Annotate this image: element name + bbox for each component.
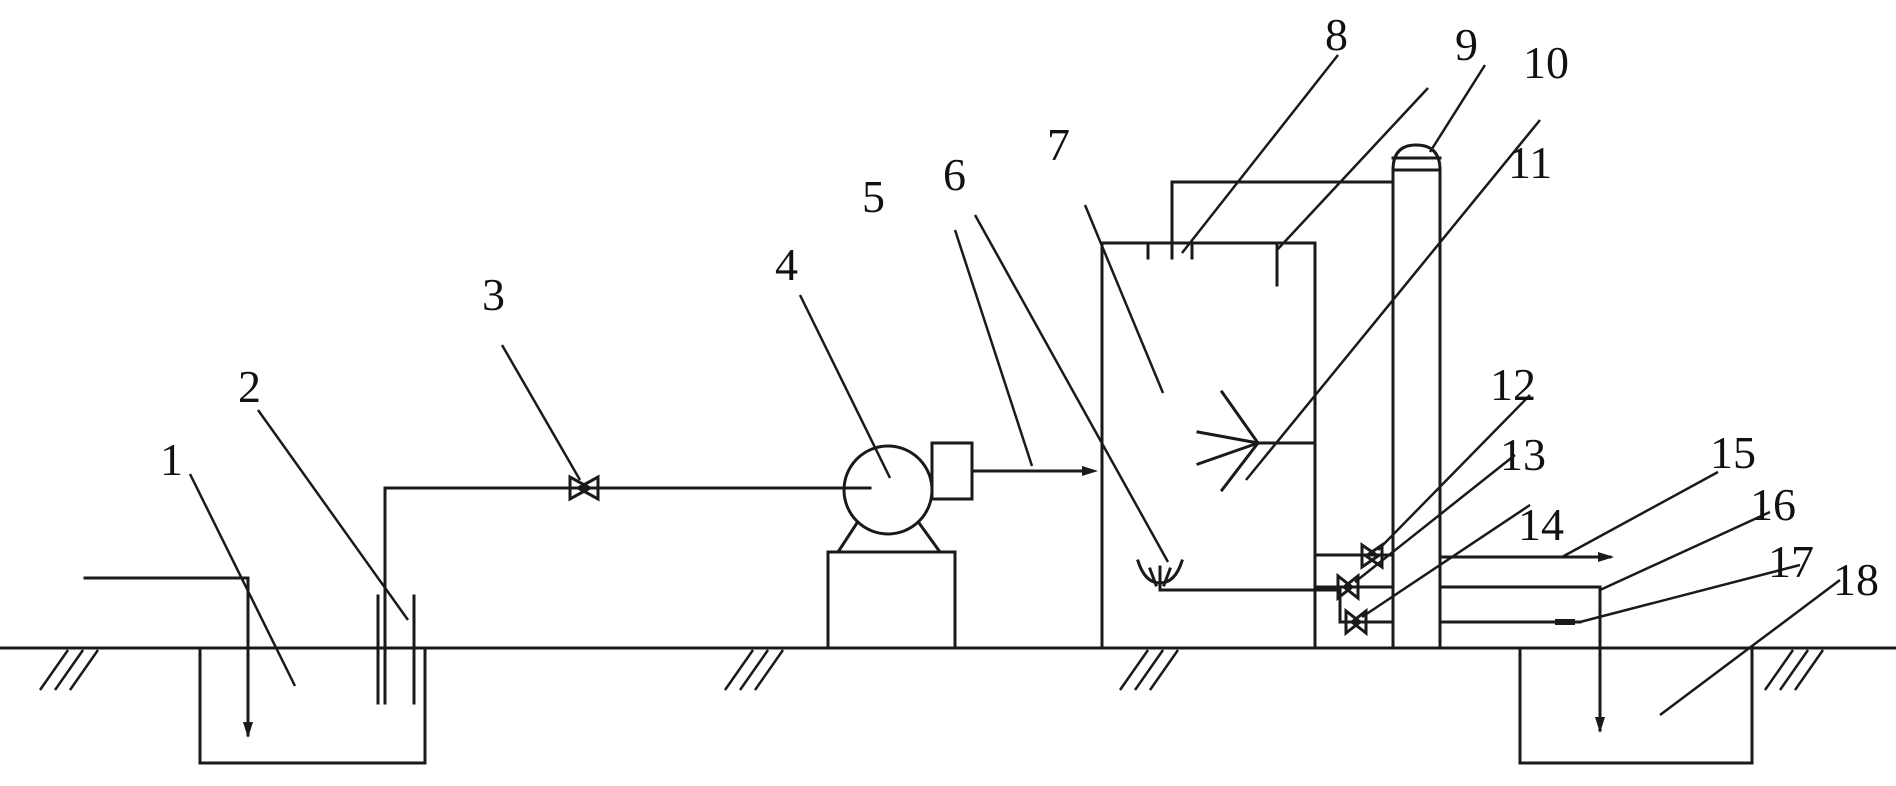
label-10: 10 — [1523, 37, 1569, 88]
valve-3 — [568, 474, 600, 502]
label-2: 2 — [238, 361, 261, 412]
label-4: 4 — [775, 239, 798, 290]
label-11: 11 — [1508, 137, 1552, 188]
inlet-pipe — [83, 576, 250, 737]
receiving-tank — [1518, 646, 1754, 765]
label-17: 17 — [1768, 536, 1814, 587]
label-8: 8 — [1325, 9, 1348, 60]
outlet-16 — [1438, 585, 1602, 732]
label-9: 9 — [1455, 19, 1478, 70]
label-3: 3 — [482, 269, 505, 320]
outlet-15-arrow — [1598, 552, 1614, 562]
label-6: 6 — [943, 149, 966, 200]
main-vessel — [1100, 241, 1317, 650]
pump-4 — [826, 441, 974, 650]
suction-line — [383, 486, 872, 705]
ground-hatch — [38, 649, 1825, 691]
label-7: 7 — [1047, 119, 1070, 170]
sprayer-11 — [1196, 389, 1317, 493]
valve-13 — [1336, 572, 1360, 602]
label-15: 15 — [1710, 427, 1756, 478]
label-12: 12 — [1490, 359, 1536, 410]
top-fittings — [1146, 241, 1279, 287]
outlet-16-arrow — [1595, 717, 1605, 733]
label-16: 16 — [1750, 479, 1796, 530]
top-connection — [1170, 180, 1395, 245]
discharge-arrow — [1082, 466, 1098, 476]
label-18: 18 — [1833, 554, 1879, 605]
label-14: 14 — [1518, 499, 1564, 550]
label-1: 1 — [160, 434, 183, 485]
bottom-distributor — [1136, 559, 1342, 592]
inlet-arrow — [243, 722, 253, 738]
label-5: 5 — [862, 171, 885, 222]
label-13: 13 — [1500, 429, 1546, 480]
valve-12 — [1360, 542, 1384, 570]
leader-lines — [188, 54, 1841, 716]
column-10 — [1391, 143, 1442, 650]
raw-water-tank — [198, 646, 427, 765]
valve-14 — [1344, 607, 1368, 637]
